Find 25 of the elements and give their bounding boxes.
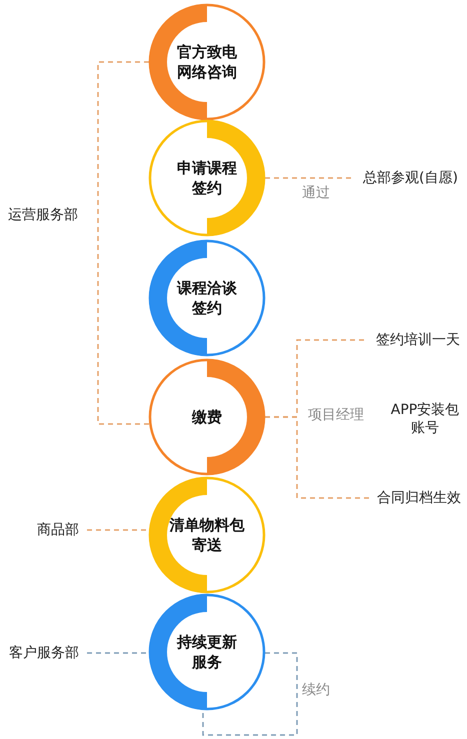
step-ring [147, 2, 267, 122]
step-label: 清单物料包寄送 [168, 515, 246, 555]
step-ring [147, 357, 267, 477]
dashed-connector [87, 652, 149, 654]
step-ring [147, 592, 267, 712]
edge-label: 续约 [302, 681, 330, 699]
step-ring [147, 238, 267, 358]
department-label: 总部参观(自愿) [363, 169, 458, 187]
step-label: 官方致电网络咨询 [176, 42, 238, 82]
step-label: 缴费 [190, 407, 223, 427]
department-label: 合同归档生效 [377, 489, 461, 507]
step-label: 持续更新服务 [176, 632, 238, 672]
dashed-connector [265, 416, 369, 499]
step-label: 课程洽谈签约 [176, 278, 238, 318]
role-label: 项目经理 [308, 406, 364, 424]
note-label: APP安装包账号 [389, 401, 461, 437]
dashed-connector [202, 652, 298, 736]
department-label: 签约培训一天 [376, 331, 460, 349]
edge-label: 运营服务部 [8, 206, 78, 224]
dashed-connector [97, 61, 150, 425]
step-ring [147, 118, 267, 238]
step-label: 申请课程签约 [176, 158, 238, 198]
department-label: 商品部 [37, 521, 79, 539]
department-label: 客户服务部 [9, 644, 79, 662]
step-ring [147, 475, 267, 595]
